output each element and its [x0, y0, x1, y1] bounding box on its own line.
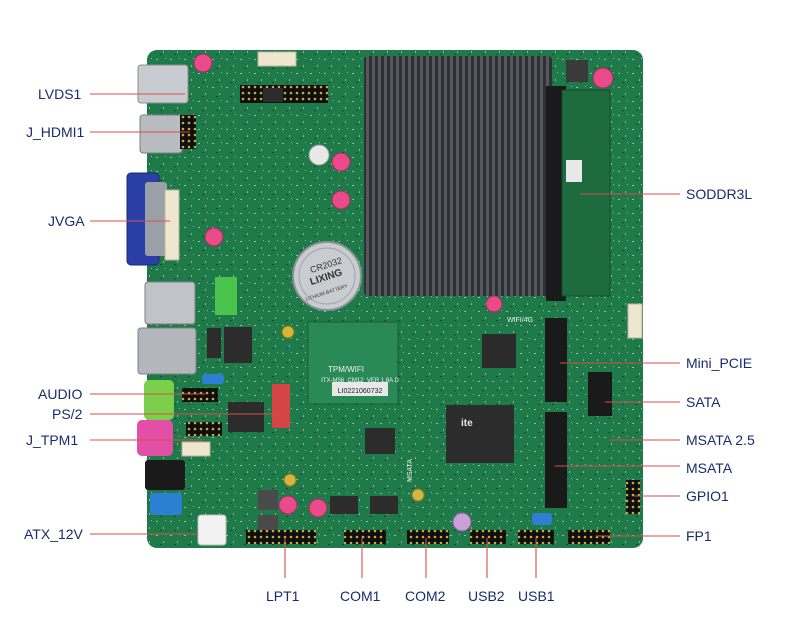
- fp1-header: [568, 530, 610, 544]
- capacitor: [204, 227, 224, 247]
- board-serial: LI0221060732: [338, 388, 383, 395]
- label-minipcie: Mini_PCIE: [686, 355, 753, 371]
- capacitor: [193, 53, 213, 73]
- lvds-header: [240, 85, 328, 103]
- leader-lines: [90, 93, 680, 578]
- sim-socket: [482, 334, 516, 368]
- chip: [224, 327, 252, 363]
- sodimm-label: [566, 160, 582, 182]
- inductor: [566, 60, 588, 82]
- small-header-top: [257, 51, 297, 67]
- audio-header: [182, 388, 218, 402]
- label-lpt1: LPT1: [266, 588, 300, 604]
- capacitor: [331, 152, 351, 172]
- label-usb1: USB1: [518, 588, 555, 604]
- audio-jack-green: [144, 380, 174, 420]
- power-switch: [150, 493, 182, 515]
- capacitor: [278, 495, 298, 515]
- label-jhdmi1: J_HDMI1: [26, 124, 85, 140]
- hdmi-port: [139, 114, 183, 154]
- label-usb2: USB2: [468, 588, 505, 604]
- dc-jack: [145, 460, 185, 490]
- small-header-mid: [181, 441, 211, 457]
- vga-header: [164, 189, 180, 261]
- label-atx12v: ATX_12V: [24, 526, 83, 542]
- lpt-header: [246, 530, 316, 544]
- capacitor: [281, 325, 295, 339]
- cmos-battery-ring: [298, 247, 356, 305]
- label-jtpm1: J_TPM1: [26, 432, 79, 448]
- tpm-header: [186, 422, 222, 436]
- inductor: [258, 490, 278, 510]
- label-sata: SATA: [686, 394, 721, 410]
- label-soddr3l: SODDR3L: [686, 186, 753, 202]
- capacitor: [411, 488, 425, 502]
- usb1-header: [518, 530, 554, 544]
- chip: [365, 428, 395, 454]
- msata-slot: [545, 412, 567, 508]
- chip: [330, 496, 358, 514]
- msata-silk: MSATA: [407, 459, 414, 482]
- cmos-battery: [292, 241, 362, 311]
- vga-port-shell: [145, 182, 167, 256]
- cpu-heatsink: [364, 56, 552, 296]
- label-lvds1: LVDS1: [38, 86, 82, 102]
- com1-header: [344, 530, 386, 544]
- capacitor: [283, 473, 297, 487]
- com2-header: [407, 530, 449, 544]
- label-com2: COM2: [405, 588, 446, 604]
- mini-pcie-slot: [545, 318, 567, 402]
- label-audio: AUDIO: [38, 386, 83, 402]
- sata-connector: [588, 372, 612, 416]
- chip: [207, 328, 221, 358]
- capacitor: [308, 144, 330, 166]
- board-model: ITX-M56_CM12_VER 1.8A D: [321, 378, 399, 384]
- ps2-header: [272, 384, 290, 428]
- capacitor: [485, 295, 503, 313]
- gpio-header: [626, 480, 640, 514]
- capacitor: [452, 512, 472, 532]
- usb2-header: [470, 530, 506, 544]
- super-io-chip: [446, 405, 514, 463]
- lan-port-2: [137, 327, 197, 375]
- label-gpio1: GPIO1: [686, 488, 729, 504]
- sodimm-slot: [546, 86, 566, 301]
- wifi-text: WIFI/4G: [507, 317, 533, 324]
- tpm-module-label: [332, 382, 388, 396]
- chip: [370, 496, 398, 514]
- lan-port-1: [144, 281, 196, 325]
- capacitor: [592, 67, 614, 89]
- atx12v-connector: [197, 514, 227, 546]
- label-ps2: PS/2: [52, 406, 83, 422]
- label-msata: MSATA: [686, 460, 733, 476]
- label-jvga: JVGA: [48, 213, 85, 229]
- label-com1: COM1: [340, 588, 381, 604]
- white-header-right: [627, 303, 643, 339]
- label-msata25: MSATA 2.5: [686, 432, 755, 448]
- inductor: [258, 515, 278, 533]
- audio-jack-pink: [137, 420, 173, 456]
- chip-logo: ite: [461, 418, 473, 429]
- green-module: [215, 277, 237, 315]
- tpm-module-text: TPM/WIFI: [328, 365, 364, 374]
- lvds-usb-stack: [137, 64, 189, 104]
- chip: [228, 402, 264, 432]
- capacitor: [331, 190, 351, 210]
- blue-jumper: [532, 513, 552, 525]
- blue-jumper-left: [202, 374, 224, 384]
- capacitor: [308, 498, 328, 518]
- chip: [263, 88, 283, 102]
- label-fp1: FP1: [686, 528, 712, 544]
- sodimm-module: [561, 89, 611, 297]
